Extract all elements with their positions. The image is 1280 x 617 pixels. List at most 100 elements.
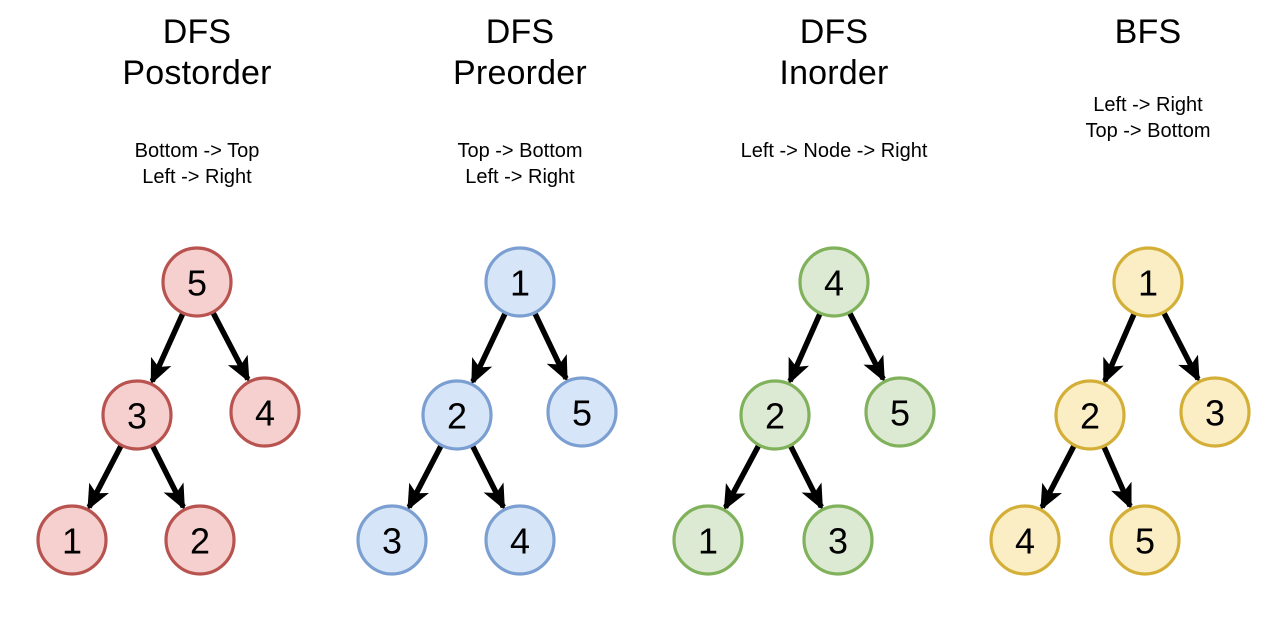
title-line: DFS (485, 13, 555, 51)
title-line: DFS (799, 13, 869, 51)
node-circle (802, 504, 874, 576)
column-subtitle-dfs-inorder: Left -> Node -> Right (674, 138, 994, 164)
tree-node[interactable]: 1 (1112, 246, 1184, 318)
tree-node[interactable]: 1 (672, 504, 744, 576)
subtitle-line: Top -> Bottom (1085, 120, 1211, 142)
tree-edge (1101, 445, 1133, 510)
node-circle (421, 379, 493, 451)
tree-dfs-postorder: 5 3 4 1 2 (36, 246, 301, 576)
tree-edge (847, 311, 886, 383)
node-label: 4 (510, 521, 530, 562)
node-circle (798, 246, 870, 318)
node-circle (101, 379, 173, 451)
node-circle (739, 379, 811, 451)
subtitle-line: Left -> Right (465, 166, 575, 188)
node-circle (546, 376, 618, 448)
node-circle (1109, 504, 1181, 576)
tree-edge (470, 312, 508, 385)
node-label: 2 (765, 396, 785, 437)
node-circle (672, 504, 744, 576)
tree-edges (86, 311, 251, 511)
node-circle (1054, 379, 1126, 451)
tree-edge (1039, 444, 1077, 511)
node-label: 4 (824, 263, 844, 304)
node-circle (989, 504, 1061, 576)
title-line: DFS (162, 13, 232, 51)
tree-edge (1161, 311, 1201, 383)
tree-edges (406, 311, 569, 511)
title-line: Preorder (453, 54, 587, 92)
node-label: 3 (127, 396, 147, 437)
node-label: 1 (510, 263, 530, 304)
node-label: 5 (1135, 521, 1155, 562)
node-label: 2 (447, 396, 467, 437)
tree-node[interactable]: 4 (229, 376, 301, 448)
node-label: 3 (1205, 393, 1225, 434)
tree-edge (86, 444, 124, 511)
node-label: 1 (62, 521, 82, 562)
node-circle (1179, 376, 1251, 448)
subtitle-line: Bottom -> Top (134, 140, 260, 162)
node-label: 1 (698, 521, 718, 562)
node-circle (356, 504, 428, 576)
tree-dfs-inorder: 4 2 5 1 3 (672, 246, 936, 576)
node-circle (161, 246, 233, 318)
tree-node[interactable]: 5 (161, 246, 233, 318)
tree-node[interactable]: 3 (101, 379, 173, 451)
tree-node[interactable]: 4 (989, 504, 1061, 576)
node-label: 5 (572, 393, 592, 434)
tree-edge (150, 444, 186, 511)
tree-node[interactable]: 2 (164, 504, 236, 576)
tree-node[interactable]: 4 (484, 504, 556, 576)
title-line: Postorder (122, 54, 272, 92)
subtitle-line: Left -> Node -> Right (740, 140, 928, 162)
tree-node[interactable]: 5 (546, 376, 618, 448)
node-circle (36, 504, 108, 576)
node-label: 4 (255, 393, 275, 434)
node-label: 1 (1138, 263, 1158, 304)
subtitle-line: Left -> Right (142, 166, 252, 188)
tree-edges (1039, 311, 1201, 511)
tree-node[interactable]: 2 (1054, 379, 1126, 451)
node-label: 5 (187, 263, 207, 304)
subtitle-line: Top -> Bottom (457, 140, 583, 162)
column-title-bfs: BFS (988, 12, 1280, 53)
title-line: Inorder (779, 54, 889, 92)
node-circle (484, 246, 556, 318)
tree-node[interactable]: 5 (864, 376, 936, 448)
tree-node[interactable]: 3 (802, 504, 874, 576)
tree-edge (406, 444, 444, 511)
tree-node[interactable]: 1 (484, 246, 556, 318)
tree-edge (787, 312, 823, 385)
tree-node[interactable]: 3 (356, 504, 428, 576)
tree-node[interactable]: 2 (739, 379, 811, 451)
node-circle (229, 376, 301, 448)
tree-node[interactable]: 2 (421, 379, 493, 451)
node-circle (484, 504, 556, 576)
tree-node[interactable]: 1 (36, 504, 108, 576)
tree-node[interactable]: 4 (798, 246, 870, 318)
tree-edge (149, 312, 186, 385)
tree-edge (210, 311, 251, 383)
tree-node[interactable]: 5 (1109, 504, 1181, 576)
tree-dfs-preorder: 1 2 5 3 4 (356, 246, 618, 576)
node-label: 3 (382, 521, 402, 562)
tree-edge (1102, 312, 1137, 385)
node-label: 4 (1015, 521, 1035, 562)
tree-edge (470, 444, 506, 511)
node-label: 2 (190, 521, 210, 562)
tree-edges (723, 311, 886, 511)
tree-node[interactable]: 3 (1179, 376, 1251, 448)
tree-edge (788, 444, 824, 511)
tree-edge (723, 444, 762, 511)
